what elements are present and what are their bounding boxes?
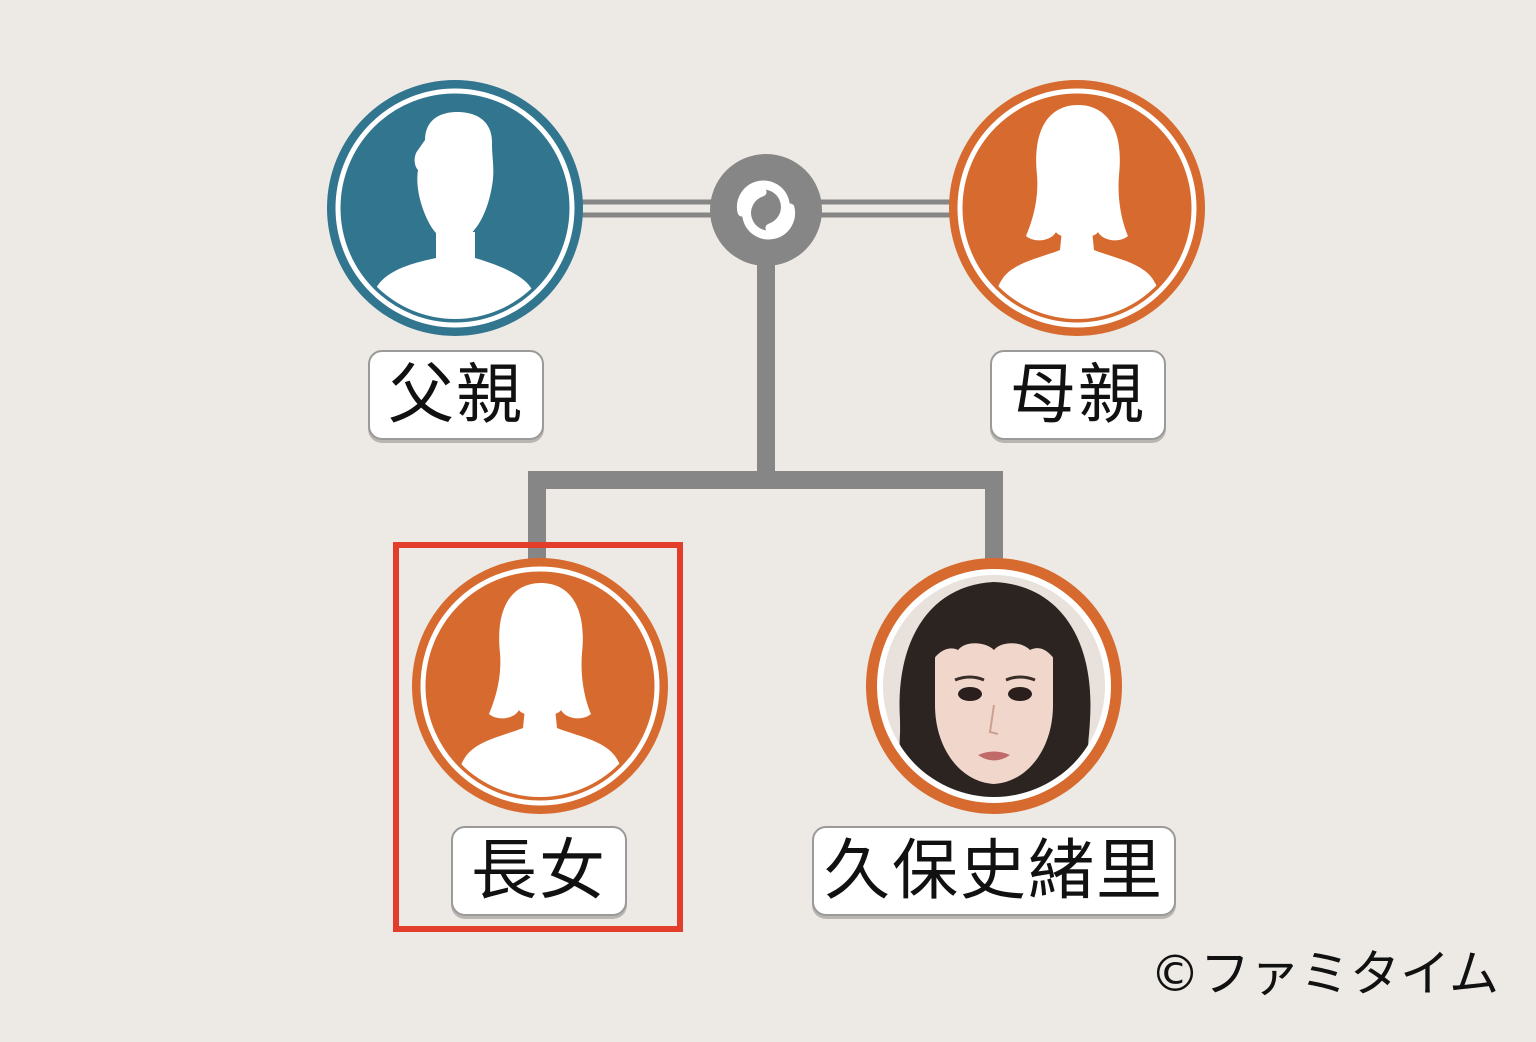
mother-avatar [949,80,1205,336]
father-label: 父親 [368,350,544,440]
kubo-label: 久保史緒里 [812,826,1176,916]
eldest-daughter-avatar [412,558,668,814]
father-avatar [327,80,583,336]
portrait-photo [883,575,1105,797]
eldest-daughter-label: 長女 [451,826,627,916]
mother-label: 母親 [990,350,1166,440]
children-connector [528,260,1003,565]
copyright-credit: ©ファミタイム [1150,945,1499,1003]
kubo-portrait [866,558,1122,814]
highlight-box [393,542,683,932]
marriage-rings-icon [710,154,822,266]
